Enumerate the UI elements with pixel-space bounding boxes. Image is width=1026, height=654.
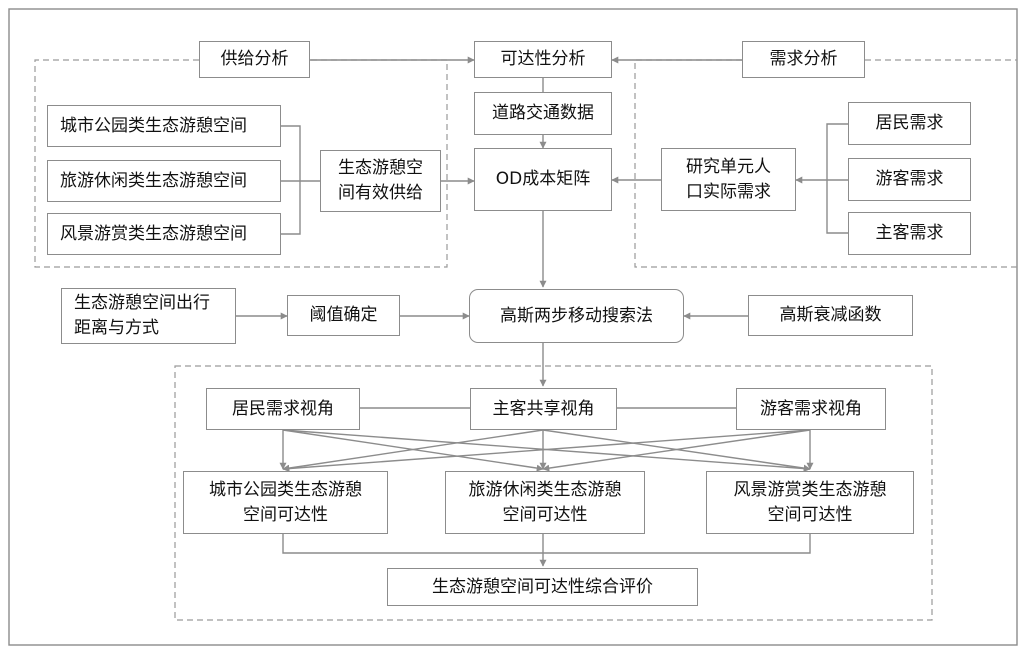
tourist-perspective-box: 游客需求视角	[736, 388, 886, 430]
urban-park-accessibility-box: 城市公园类生态游憩 空间可达性	[183, 471, 388, 534]
outer-frame	[8, 8, 1018, 646]
tourism-leisure-box: 旅游休闲类生态游憩空间	[47, 160, 281, 202]
actual-demand-box: 研究单元人 口实际需求	[661, 148, 796, 211]
threshold-box: 阈值确定	[287, 295, 400, 336]
tourist-to-urban-arrow	[282, 429, 811, 473]
demand-bracket	[826, 123, 848, 234]
scenic-viewing-box: 风景游赏类生态游憩空间	[47, 213, 281, 255]
travel-distance-mode-box: 生态游憩空间出行 距离与方式	[61, 288, 236, 344]
urban-park-box: 城市公园类生态游憩空间	[47, 105, 281, 147]
g2sfca-box: 高斯两步移动搜索法	[469, 289, 684, 343]
accessibility-merge-bracket	[282, 534, 811, 554]
demand-analysis-box: 需求分析	[742, 41, 865, 78]
tourist-demand-box: 游客需求	[848, 158, 971, 201]
road-traffic-box: 道路交通数据	[474, 92, 612, 135]
supply-bracket	[281, 125, 320, 235]
supply-analysis-box: 供给分析	[199, 41, 310, 78]
tourism-leisure-accessibility-box: 旅游休闲类生态游憩 空间可达性	[445, 471, 645, 534]
comprehensive-evaluation-box: 生态游憩空间可达性综合评价	[387, 568, 698, 606]
scenic-viewing-accessibility-box: 风景游赏类生态游憩 空间可达性	[706, 471, 914, 534]
shared-to-urban-arrow	[282, 429, 544, 472]
shared-perspective-box: 主客共享视角	[470, 388, 617, 430]
resident-demand-box: 居民需求	[848, 102, 971, 145]
host-guest-demand-box: 主客需求	[848, 212, 971, 255]
accessibility-analysis-box: 可达性分析	[474, 41, 612, 78]
gaussian-decay-box: 高斯衰减函数	[748, 295, 913, 336]
tourist-to-tourism-arrow	[542, 429, 811, 472]
resident-perspective-box: 居民需求视角	[206, 388, 360, 430]
perspective-group-frame	[174, 365, 933, 621]
effective-supply-box: 生态游憩空 间有效供给	[320, 150, 441, 212]
od-matrix-box: OD成本矩阵	[474, 148, 612, 211]
